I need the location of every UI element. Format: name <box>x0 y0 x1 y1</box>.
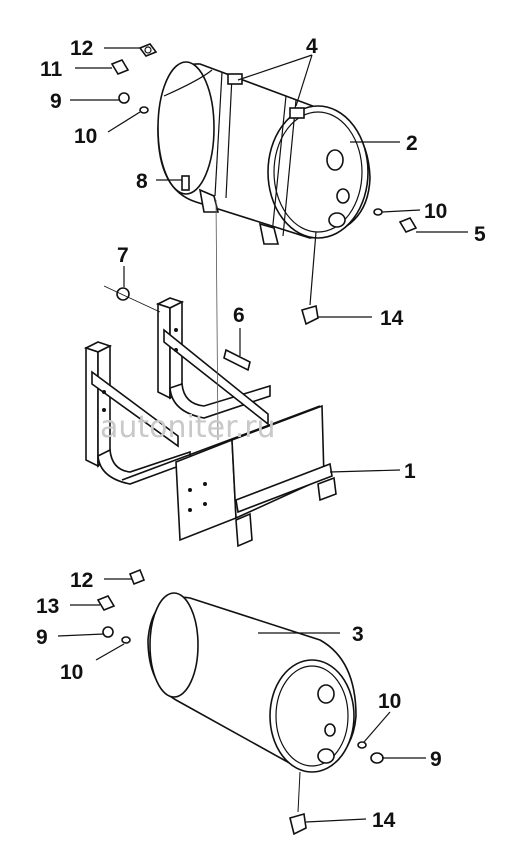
bolt-6 <box>223 348 251 372</box>
mounting-bracket <box>83 199 337 548</box>
callout-9-lower-right: 9 <box>430 748 442 771</box>
callout-10-upper-left: 10 <box>74 125 97 148</box>
leader-lines <box>57 47 468 823</box>
callout-3: 3 <box>352 623 364 646</box>
nut-7 <box>103 285 161 313</box>
callout-8: 8 <box>136 170 148 193</box>
callout-9-lower-left: 9 <box>36 626 48 649</box>
callout-9-upper: 9 <box>50 90 62 113</box>
callout-2: 2 <box>406 132 418 155</box>
callout-14-upper: 14 <box>380 307 404 330</box>
callout-10-lower-right: 10 <box>378 690 401 713</box>
callout-11: 11 <box>40 58 63 81</box>
fittings-lower <box>96 568 384 836</box>
fittings-upper-right <box>301 208 418 326</box>
bolt-8 <box>181 175 190 191</box>
callout-10-upper-right: 10 <box>424 200 447 223</box>
watermark: autoniter.ru <box>100 410 276 445</box>
callout-13: 13 <box>36 595 59 618</box>
callout-10-lower-left: 10 <box>60 661 83 684</box>
callout-4: 4 <box>306 35 318 58</box>
callout-7: 7 <box>117 244 129 267</box>
callout-12-upper: 12 <box>70 37 93 60</box>
fittings-upper-left <box>110 43 158 114</box>
air-tank-upper <box>157 61 371 245</box>
callout-6: 6 <box>233 304 245 327</box>
callout-1: 1 <box>404 460 416 483</box>
callout-14-lower: 14 <box>372 809 396 832</box>
callout-12-lower: 12 <box>70 569 93 592</box>
air-tank-lower <box>147 592 357 773</box>
callout-5: 5 <box>474 223 486 246</box>
